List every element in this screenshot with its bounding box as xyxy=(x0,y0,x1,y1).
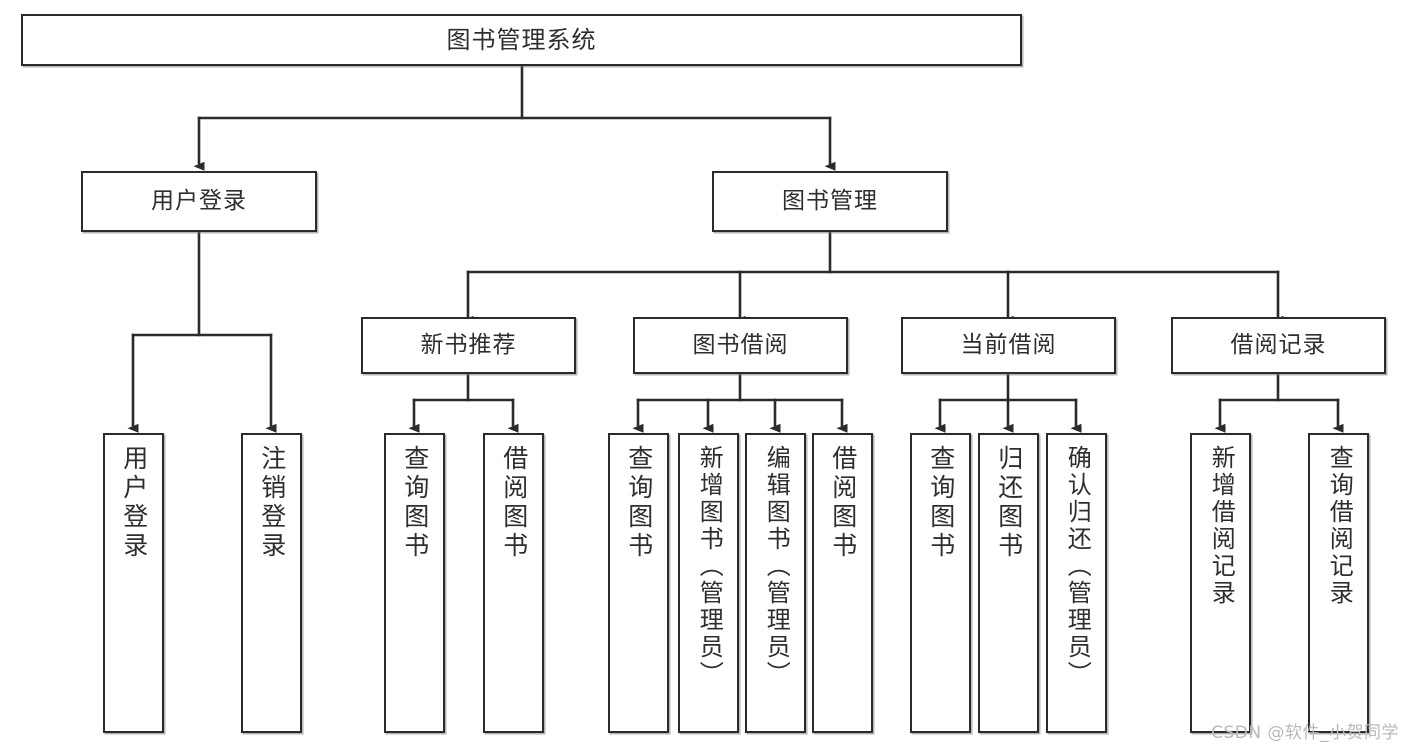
node-book-management[interactable]: 图书管理 xyxy=(712,171,948,232)
node-leaf-add-borrow-record[interactable]: 新增借阅记录 xyxy=(1190,433,1251,733)
node-leaf-confirm-return-admin[interactable]: 确认归还（管理员） xyxy=(1046,433,1107,733)
node-leaf-edit-book-admin[interactable]: 编辑图书（管理员） xyxy=(745,433,806,733)
node-leaf-add-book-admin[interactable]: 新增图书（管理员） xyxy=(678,433,739,733)
node-leaf-query-book-borrow[interactable]: 查询图书 xyxy=(608,433,669,733)
node-label: 图书借阅 xyxy=(692,331,789,358)
node-label: 用户登录 xyxy=(151,187,247,214)
node-label: 查询借阅记录 xyxy=(1325,445,1354,607)
node-label: 借阅图书 xyxy=(828,445,858,561)
node-label: 新书推荐 xyxy=(420,331,517,358)
node-label: 图书管理系统 xyxy=(446,25,597,54)
node-new-book-recommend[interactable]: 新书推荐 xyxy=(361,317,576,374)
node-label: 注销登录 xyxy=(257,445,287,561)
node-label: 当前借阅 xyxy=(960,331,1057,358)
node-leaf-query-borrow-record[interactable]: 查询借阅记录 xyxy=(1308,433,1369,733)
watermark-text: CSDN @软件_小贺同学 xyxy=(1211,723,1399,743)
node-leaf-borrow-book[interactable]: 借阅图书 xyxy=(812,433,873,733)
node-book-borrow[interactable]: 图书借阅 xyxy=(633,317,848,374)
node-label: 图书管理 xyxy=(782,187,878,214)
node-user-login[interactable]: 用户登录 xyxy=(81,171,317,232)
node-label: 用户登录 xyxy=(119,445,149,561)
node-label: 确认归还（管理员） xyxy=(1063,445,1092,688)
node-leaf-user-login[interactable]: 用户登录 xyxy=(103,433,164,733)
node-leaf-query-book-recommend[interactable]: 查询图书 xyxy=(384,433,445,733)
node-borrow-record[interactable]: 借阅记录 xyxy=(1171,317,1386,374)
node-label: 编辑图书（管理员） xyxy=(762,445,791,688)
node-label: 新增图书（管理员） xyxy=(695,445,724,688)
node-root-book-management-system[interactable]: 图书管理系统 xyxy=(21,14,1022,66)
node-leaf-query-book-current[interactable]: 查询图书 xyxy=(910,433,971,733)
node-current-borrow[interactable]: 当前借阅 xyxy=(901,317,1116,374)
node-label: 查询图书 xyxy=(400,445,430,561)
node-label: 新增借阅记录 xyxy=(1207,445,1236,607)
node-label: 查询图书 xyxy=(926,445,956,561)
node-label: 查询图书 xyxy=(624,445,654,561)
node-label: 借阅图书 xyxy=(499,445,529,561)
node-leaf-logout[interactable]: 注销登录 xyxy=(241,433,302,733)
node-label: 归还图书 xyxy=(994,445,1024,561)
node-leaf-return-book[interactable]: 归还图书 xyxy=(978,433,1039,733)
node-leaf-borrow-book-recommend[interactable]: 借阅图书 xyxy=(483,433,544,733)
node-label: 借阅记录 xyxy=(1230,331,1327,358)
